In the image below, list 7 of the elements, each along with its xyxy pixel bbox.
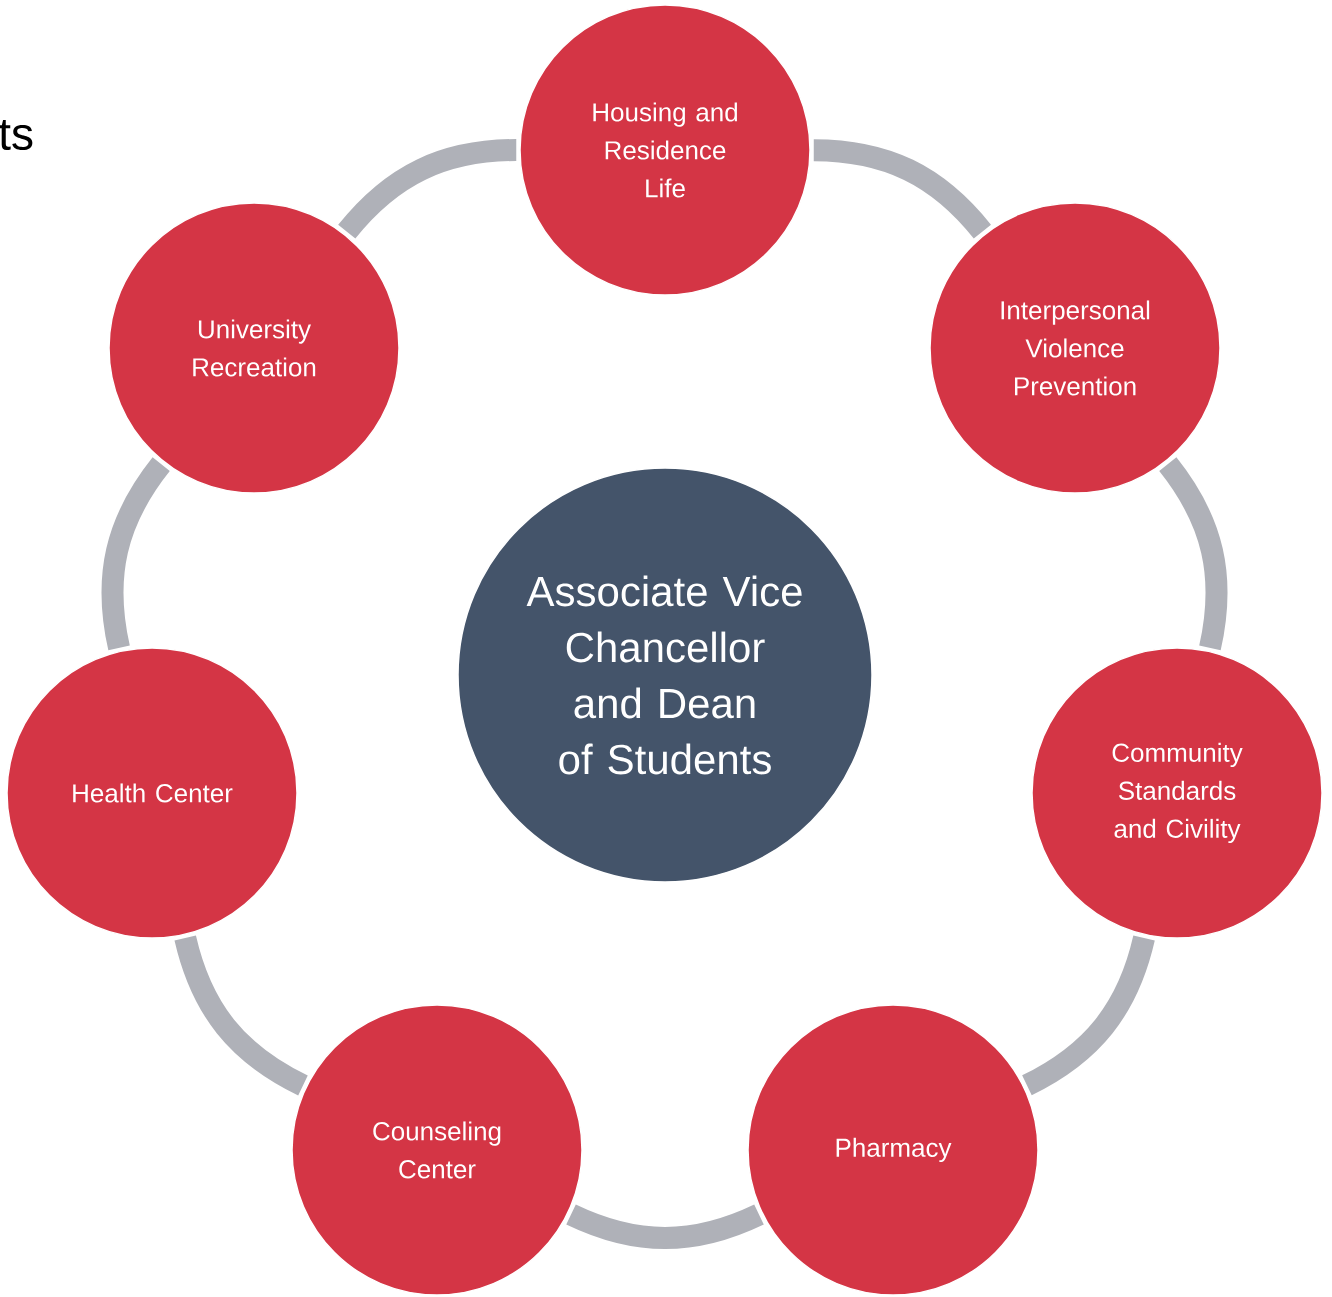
ring-segment	[101, 457, 170, 651]
ring-segment	[1021, 935, 1155, 1095]
ring-segment	[338, 139, 517, 239]
ring-segment	[566, 1204, 764, 1250]
ring-segment	[1159, 457, 1228, 651]
ring-segment	[813, 139, 991, 239]
ring-segment	[174, 935, 309, 1096]
